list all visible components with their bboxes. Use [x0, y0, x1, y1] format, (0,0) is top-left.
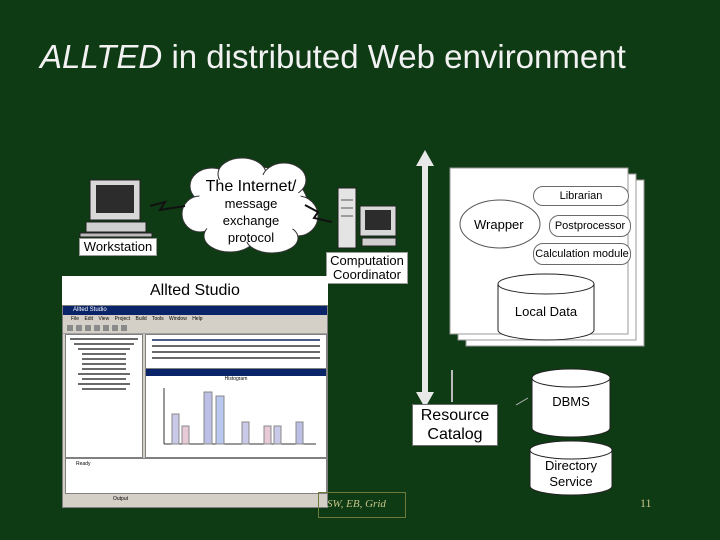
resource-catalog-label: Resource Catalog [412, 404, 498, 446]
toolbar-btn [121, 325, 127, 331]
toolbar-btn [67, 325, 73, 331]
directory-service-label: Directory Service [544, 458, 597, 489]
histogram-bars [163, 388, 316, 445]
calculation-module-box: Calculation module [533, 243, 631, 265]
bus-arrow-up [416, 150, 434, 166]
workstation-computer [79, 179, 153, 238]
coordinator-computer [337, 187, 397, 249]
wrapper-label: Wrapper [474, 217, 524, 232]
studio-window-menu: File Edit View Project Build Tools Windo… [71, 316, 203, 322]
coordinator-label: Computation Coordinator [326, 252, 408, 284]
studio-window-title: Allted Studio [63, 306, 327, 315]
toolbar-btn [112, 325, 118, 331]
output-tab: Output [113, 496, 129, 502]
slide-title: ALLTED in distributed Web environment [40, 38, 626, 75]
internet-cloud [181, 157, 319, 254]
link-workstation-internet [149, 200, 186, 212]
toolbar-btn [94, 325, 100, 331]
bus-arrow-down [416, 392, 434, 408]
project-tree [65, 334, 143, 458]
allted-studio-label: Allted Studio [150, 282, 240, 299]
wrapper-ellipse [459, 199, 541, 249]
postprocessor-box: Postprocessor [549, 215, 631, 237]
output-pane: Ready [65, 458, 327, 494]
toolbar-btn [103, 325, 109, 331]
workstation-label: Workstation [79, 238, 157, 256]
internet-label: The Internet/ message exchange protocol [205, 178, 297, 245]
histogram-window: Histogram [145, 368, 327, 458]
allted-studio-window: Allted Studio File Edit View Project Bui… [62, 305, 328, 508]
local-data-label: Local Data [514, 304, 578, 319]
local-data-cylinder [497, 273, 595, 341]
link-internet-coordinator [304, 204, 333, 223]
toolbar-btn [85, 325, 91, 331]
dbms-label: DBMS [552, 394, 590, 409]
toolbar-btn [76, 325, 82, 331]
studio-toolbar [63, 323, 327, 334]
directory-cylinder [529, 440, 613, 496]
librarian-box: Librarian [533, 186, 629, 206]
page-number: 11 [640, 496, 652, 510]
footer-source: SW, EB, Grid [318, 492, 406, 518]
output-status: Ready [76, 461, 91, 467]
dbms-cylinder [531, 368, 611, 438]
histogram-title: Histogram [224, 376, 248, 382]
